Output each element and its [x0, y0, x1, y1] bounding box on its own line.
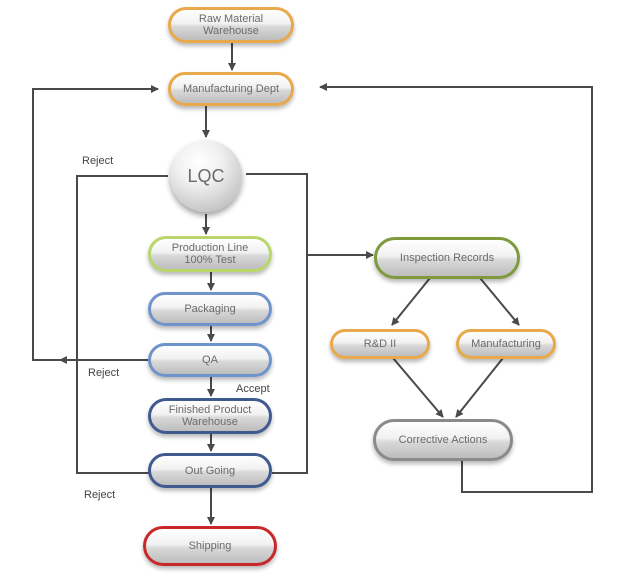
line-outgoing-to-right: [272, 255, 308, 474]
node-packaging: Packaging: [148, 292, 272, 326]
arrow-rd-to-corrective: [392, 357, 444, 418]
node-rd-ii: R&D II: [330, 329, 430, 359]
label-reject-qa: Reject: [88, 367, 120, 379]
arrow-inspection-to-rd: [391, 277, 431, 326]
node-out-going: Out Going: [148, 453, 272, 488]
label-reject-outgoing: Reject: [84, 489, 116, 501]
node-production-line-test: Production Line 100% Test: [148, 236, 272, 272]
node-corrective-actions: Corrective Actions: [373, 419, 513, 461]
node-inspection-records: Inspection Records: [374, 237, 520, 279]
arrow-corrective-to-manufacturing: [319, 83, 593, 493]
node-manufacturing: Manufacturing: [456, 329, 556, 359]
node-qa: QA: [148, 343, 272, 377]
node-finished-product-warehouse: Finished Product Warehouse: [148, 398, 272, 434]
node-lqc: LQC: [170, 140, 242, 212]
arrow-lqc-to-inspection: [246, 173, 374, 259]
arrow-inspection-to-manufacturing: [479, 277, 520, 326]
node-raw-material-warehouse: Raw Material Warehouse: [168, 7, 294, 43]
label-reject-lqc: Reject: [82, 155, 114, 167]
label-accept-qa: Accept: [236, 383, 270, 395]
node-manufacturing-dept: Manufacturing Dept: [168, 72, 294, 106]
arrow-lqc-reject-loop: [76, 175, 168, 474]
node-shipping: Shipping: [143, 526, 277, 566]
arrow-qa-reject-loop: [32, 85, 159, 361]
arrow-manufacturing-to-corrective: [455, 357, 504, 418]
